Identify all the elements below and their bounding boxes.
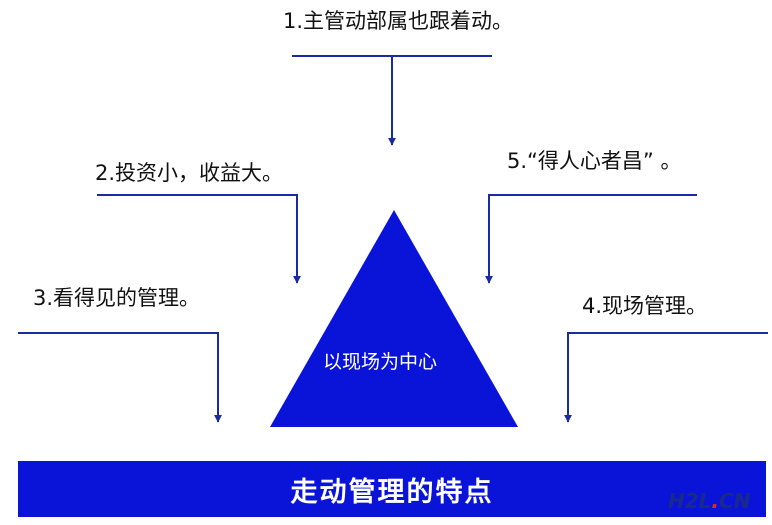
watermark-dot: .	[711, 489, 720, 513]
center-triangle	[270, 210, 518, 427]
label-item-2: 2.投资小，收益大。	[95, 161, 284, 185]
connector-5	[485, 194, 697, 284]
center-label: 以现场为中心	[323, 351, 438, 373]
watermark-right: CN	[719, 489, 751, 513]
watermark-left: H2L	[668, 489, 712, 513]
connector-4	[564, 332, 768, 423]
label-item-5: 5.“得人心者昌” 。	[507, 149, 682, 173]
label-item-1: 1.主管动部属也跟着动。	[283, 9, 514, 33]
connector-1	[292, 55, 492, 146]
site-watermark: H2L.CN	[668, 489, 750, 513]
connector-3	[18, 332, 222, 423]
title-banner: 走动管理的特点	[18, 461, 766, 517]
label-item-4: 4.现场管理。	[582, 294, 708, 318]
connector-2	[97, 194, 301, 284]
label-item-3: 3.看得见的管理。	[33, 286, 201, 310]
banner-title: 走动管理的特点	[290, 476, 494, 508]
